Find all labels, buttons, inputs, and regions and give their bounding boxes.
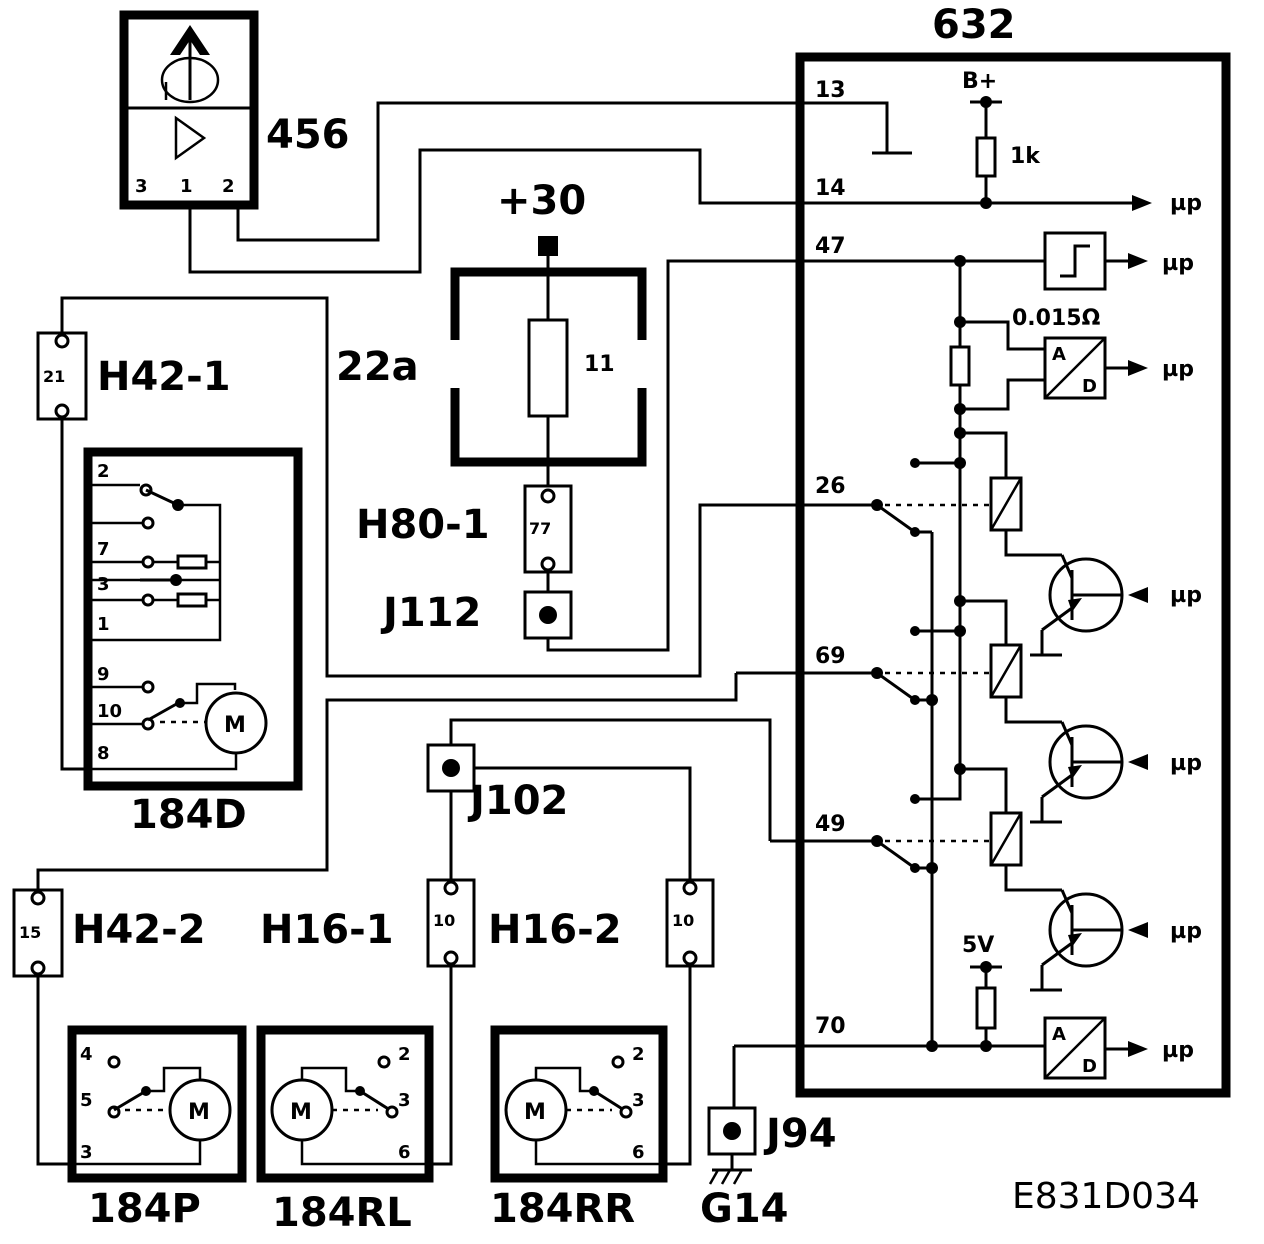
supply-label: +30 xyxy=(497,178,586,224)
184p-motor-symbol: M xyxy=(188,1100,210,1125)
184rl-pin-2: 2 xyxy=(398,1044,411,1065)
184d-pin-3: 3 xyxy=(97,574,110,595)
184d-motor-symbol: M xyxy=(224,713,246,738)
connector-h42-1: 21 H42-1 xyxy=(36,331,231,421)
184d-pin-8: 8 xyxy=(97,743,110,764)
wire-h42-2-pin69 xyxy=(36,673,738,893)
ecu-pin-26: 26 xyxy=(815,474,846,499)
wire-j112-pin47 xyxy=(546,259,780,652)
splice-j94: J94 xyxy=(707,1106,837,1157)
184rr-label: 184RR xyxy=(490,1186,635,1232)
ground-g14: G14 xyxy=(700,1154,789,1232)
h42-2-pin: 15 xyxy=(19,923,41,942)
h42-1-label: H42-1 xyxy=(97,354,231,400)
h42-2-label: H42-2 xyxy=(72,907,206,953)
184rr-pin-6: 6 xyxy=(632,1142,645,1163)
184rr-pin-2: 2 xyxy=(632,1044,645,1065)
wire-sensor-pin1 xyxy=(188,148,780,274)
j102-label: J102 xyxy=(467,778,568,824)
shunt-label: 0.015Ω xyxy=(1012,306,1101,331)
mu-out-70: µp xyxy=(1162,1038,1194,1063)
j94-label: J94 xyxy=(763,1111,837,1157)
fuse-label: 11 xyxy=(584,352,615,377)
mu-out-current: µp xyxy=(1162,357,1194,382)
sensor-label: 456 xyxy=(266,112,350,158)
h16-1-pin: 10 xyxy=(433,911,455,930)
ad1-a: A xyxy=(1052,344,1066,365)
splice-j102: J102 xyxy=(426,743,568,824)
connector-h16-2: 10 H16-2 xyxy=(488,878,715,968)
184p-label: 184P xyxy=(88,1186,201,1232)
h80-1-label: H80-1 xyxy=(356,502,490,548)
bplus-label: B+ xyxy=(962,69,997,94)
184rl-motor-symbol: M xyxy=(290,1100,312,1125)
ecu-pin-47: 47 xyxy=(815,234,846,259)
ecu-pin-49: 49 xyxy=(815,812,846,837)
184rr-motor-symbol: M xyxy=(524,1100,546,1125)
splice-j112: J112 xyxy=(380,590,573,640)
184rl-pin-6: 6 xyxy=(398,1142,411,1163)
184d-pin-9: 9 xyxy=(97,664,110,685)
fuse-box-22a: +30 11 22a xyxy=(336,178,647,490)
h42-1-pin: 21 xyxy=(43,367,65,386)
v5-label: 5V xyxy=(962,933,994,958)
connector-h42-2: 15 H42-2 xyxy=(12,888,206,978)
resistor-1k-label: 1k xyxy=(1010,144,1041,169)
ecu-pin-13: 13 xyxy=(815,78,846,103)
h16-2-label: H16-2 xyxy=(488,907,622,953)
wire-h16-2-184rr xyxy=(662,966,692,1166)
wire-j102-pin49 xyxy=(449,718,772,841)
ecu-label: 632 xyxy=(932,2,1016,48)
mu-out-47: µp xyxy=(1162,251,1194,276)
mu-in-t2: µp xyxy=(1170,751,1202,776)
ecu-pin-14: 14 xyxy=(815,176,846,201)
sensor-pin-3: 3 xyxy=(135,176,148,197)
wire-sensor-pin2 xyxy=(236,101,780,242)
fuse-box-label: 22a xyxy=(336,344,419,390)
184d-label: 184D xyxy=(130,792,247,838)
184d-pin-1: 1 xyxy=(97,614,110,635)
diagram-reference: E831D034 xyxy=(1012,1176,1200,1217)
motor-184p: 4 5 M 3 184P xyxy=(67,1025,247,1232)
mu-in-t3: µp xyxy=(1170,919,1202,944)
ad2-d: D xyxy=(1082,1056,1097,1077)
h80-1-pin: 77 xyxy=(529,519,551,538)
184rr-pin-3: 3 xyxy=(632,1090,645,1111)
sensor-pin-1: 1 xyxy=(180,176,193,197)
ecu-pin-69: 69 xyxy=(815,644,846,669)
184d-pin-2: 2 xyxy=(97,461,110,482)
184p-pin-4: 4 xyxy=(80,1044,93,1065)
motor-184rl: M 2 3 6 184RL xyxy=(256,1025,434,1236)
sensor-456: 3 1 2 456 xyxy=(119,10,350,210)
184p-pin-5: 5 xyxy=(80,1090,93,1111)
wiper-switch-184d: 2 7 3 1 9 10 M 8 xyxy=(83,447,303,838)
ad1-d: D xyxy=(1082,376,1097,397)
184d-pin-7: 7 xyxy=(97,539,110,560)
connector-h80-1: 77 H80-1 xyxy=(356,484,573,574)
184d-pin-10: 10 xyxy=(97,701,122,722)
184p-pin-3: 3 xyxy=(80,1142,93,1163)
ad2-a: A xyxy=(1052,1024,1066,1045)
j112-label: J112 xyxy=(380,590,481,636)
wire-h42-1-pin26 xyxy=(60,296,780,678)
ecu-632: 632 13 14 47 26 69 49 70 B+ 1k µp µp xyxy=(734,2,1231,1098)
mu-out-14: µp xyxy=(1170,191,1202,216)
wire-j102-h16-2 xyxy=(474,766,692,880)
sensor-pin-2: 2 xyxy=(222,176,235,197)
wire-h16-1-184rl xyxy=(426,966,453,1166)
motor-184rr: M 2 3 6 184RR xyxy=(490,1025,668,1232)
connector-h16-1: 10 H16-1 xyxy=(260,878,476,968)
h16-2-pin: 10 xyxy=(672,911,694,930)
wire-h42-1-184d xyxy=(60,419,90,771)
mu-in-t1: µp xyxy=(1170,583,1202,608)
wire-h42-2-184p xyxy=(36,976,75,1166)
184rl-label: 184RL xyxy=(272,1190,412,1236)
ecu-pin-70: 70 xyxy=(815,1014,846,1039)
ground-label: G14 xyxy=(700,1186,789,1232)
184rl-pin-3: 3 xyxy=(398,1090,411,1111)
h16-1-label: H16-1 xyxy=(260,907,394,953)
